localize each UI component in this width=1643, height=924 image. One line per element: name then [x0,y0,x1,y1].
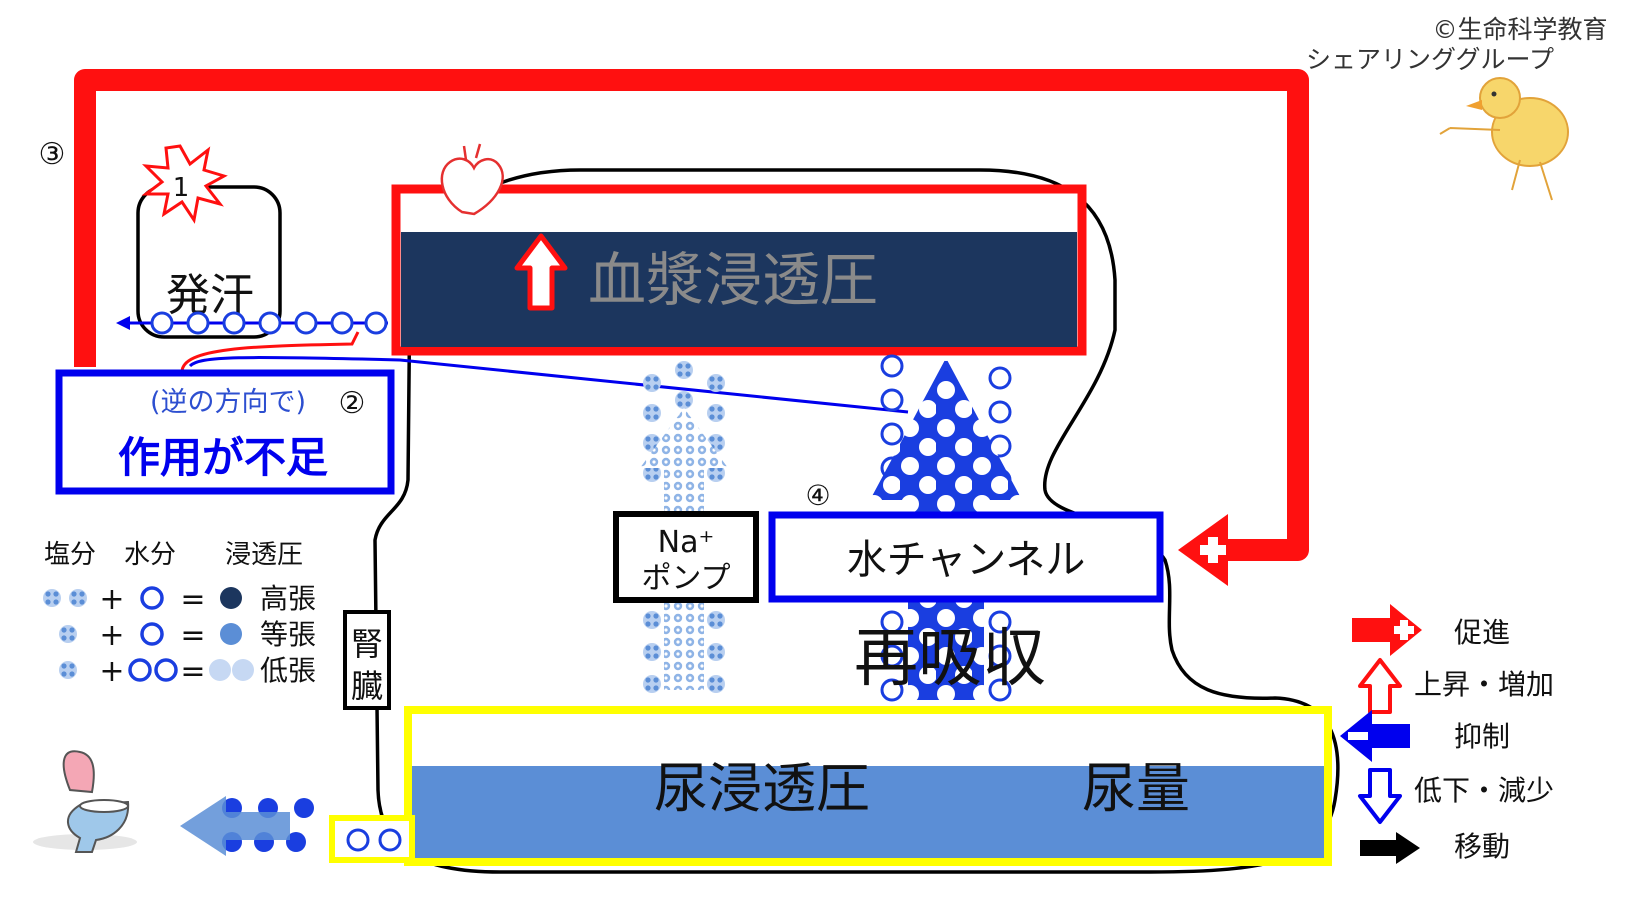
fall-legend-icon [1358,768,1402,824]
legend-inhibit: 抑制 [1454,720,1510,753]
blue-signal-line [188,356,909,414]
key-row-hypertonic: 高張 [260,582,316,615]
legend-move: 移動 [1454,830,1510,863]
urine-volume-label: 尿量 [1082,757,1190,820]
solution-key: 塩分 水分 浸透圧 + = 高張 + = 等張 + = 低張 [43,540,316,689]
adh-effect-box [55,369,395,495]
key-plus-1: + [99,582,124,617]
red-signal-line [180,331,360,373]
key-equals-1: = [180,582,205,617]
sweat-box [136,185,282,339]
heart-icon [440,143,504,216]
na-pump-line2: ポンプ [641,561,730,596]
chick-icon [1439,77,1569,201]
adh-note: (逆の方向で) [150,387,306,418]
legend-promote: 促進 [1454,616,1510,649]
key-plus-3: + [99,654,124,689]
urine-outflow-arrow [180,796,290,856]
kidney-label: 腎 臓 [343,610,391,710]
key-plus-2: + [99,618,124,653]
step-3-label: ③ [39,137,66,172]
sweat-label: 発汗 [166,270,254,321]
key-header-osmolality: 浸透圧 [225,540,303,570]
credit-line1: ©生命科学教育 [1432,15,1607,44]
key-equals-2: = [180,618,205,653]
kidney-label-line2: 臓 [351,667,383,705]
na-pump-line1: Na⁺ [658,525,715,560]
rise-legend-icon [1358,658,1402,714]
urine-osmolality-label: 尿浸透圧 [654,757,870,820]
urine-fill [412,766,1324,858]
inhibit-legend-icon [1340,710,1410,762]
promote-legend-icon [1352,604,1422,656]
sweat-water-flow [116,311,388,335]
legend-rise: 上昇・増加 [1414,668,1554,701]
credit-line2: シェアリンググループ [1306,45,1554,74]
key-header-salt: 塩分 [44,540,96,570]
reabsorption-label: 再吸収 [854,622,1046,696]
key-header-water: 水分 [124,540,176,570]
promote-arrowhead [1178,514,1228,586]
step-2-label: ② [339,386,366,421]
plasma-fill [401,232,1077,347]
explosion-icon: 1 [141,144,228,224]
water-channel-box: 水チャンネル [768,511,1164,603]
na-pump-box: Na⁺ ポンプ [613,511,759,603]
adh-effect-label: 作用が不足 [118,433,328,482]
key-equals-3: = [180,654,205,689]
kidney-label-line1: 腎 [351,625,383,663]
toilet-icon [33,750,137,853]
rise-arrow-icon [514,233,568,311]
water-channel-label: 水チャンネル [847,537,1086,583]
key-row-isotonic: 等張 [260,618,316,651]
key-row-hypotonic: 低張 [260,654,316,687]
feedback-loop-arrow [74,69,1309,561]
arrow-legend: 促進 上昇・増加 抑制 低下・減少 移動 [1340,604,1554,864]
plasma-osmolality-label: 血漿浸透圧 [588,246,878,314]
move-legend-icon [1360,832,1420,864]
step-4-label: ④ [805,479,830,512]
legend-fall: 低下・減少 [1414,774,1554,807]
step-1-label: 1 [173,173,190,203]
credit: ©生命科学教育 シェアリンググループ [1306,15,1608,74]
